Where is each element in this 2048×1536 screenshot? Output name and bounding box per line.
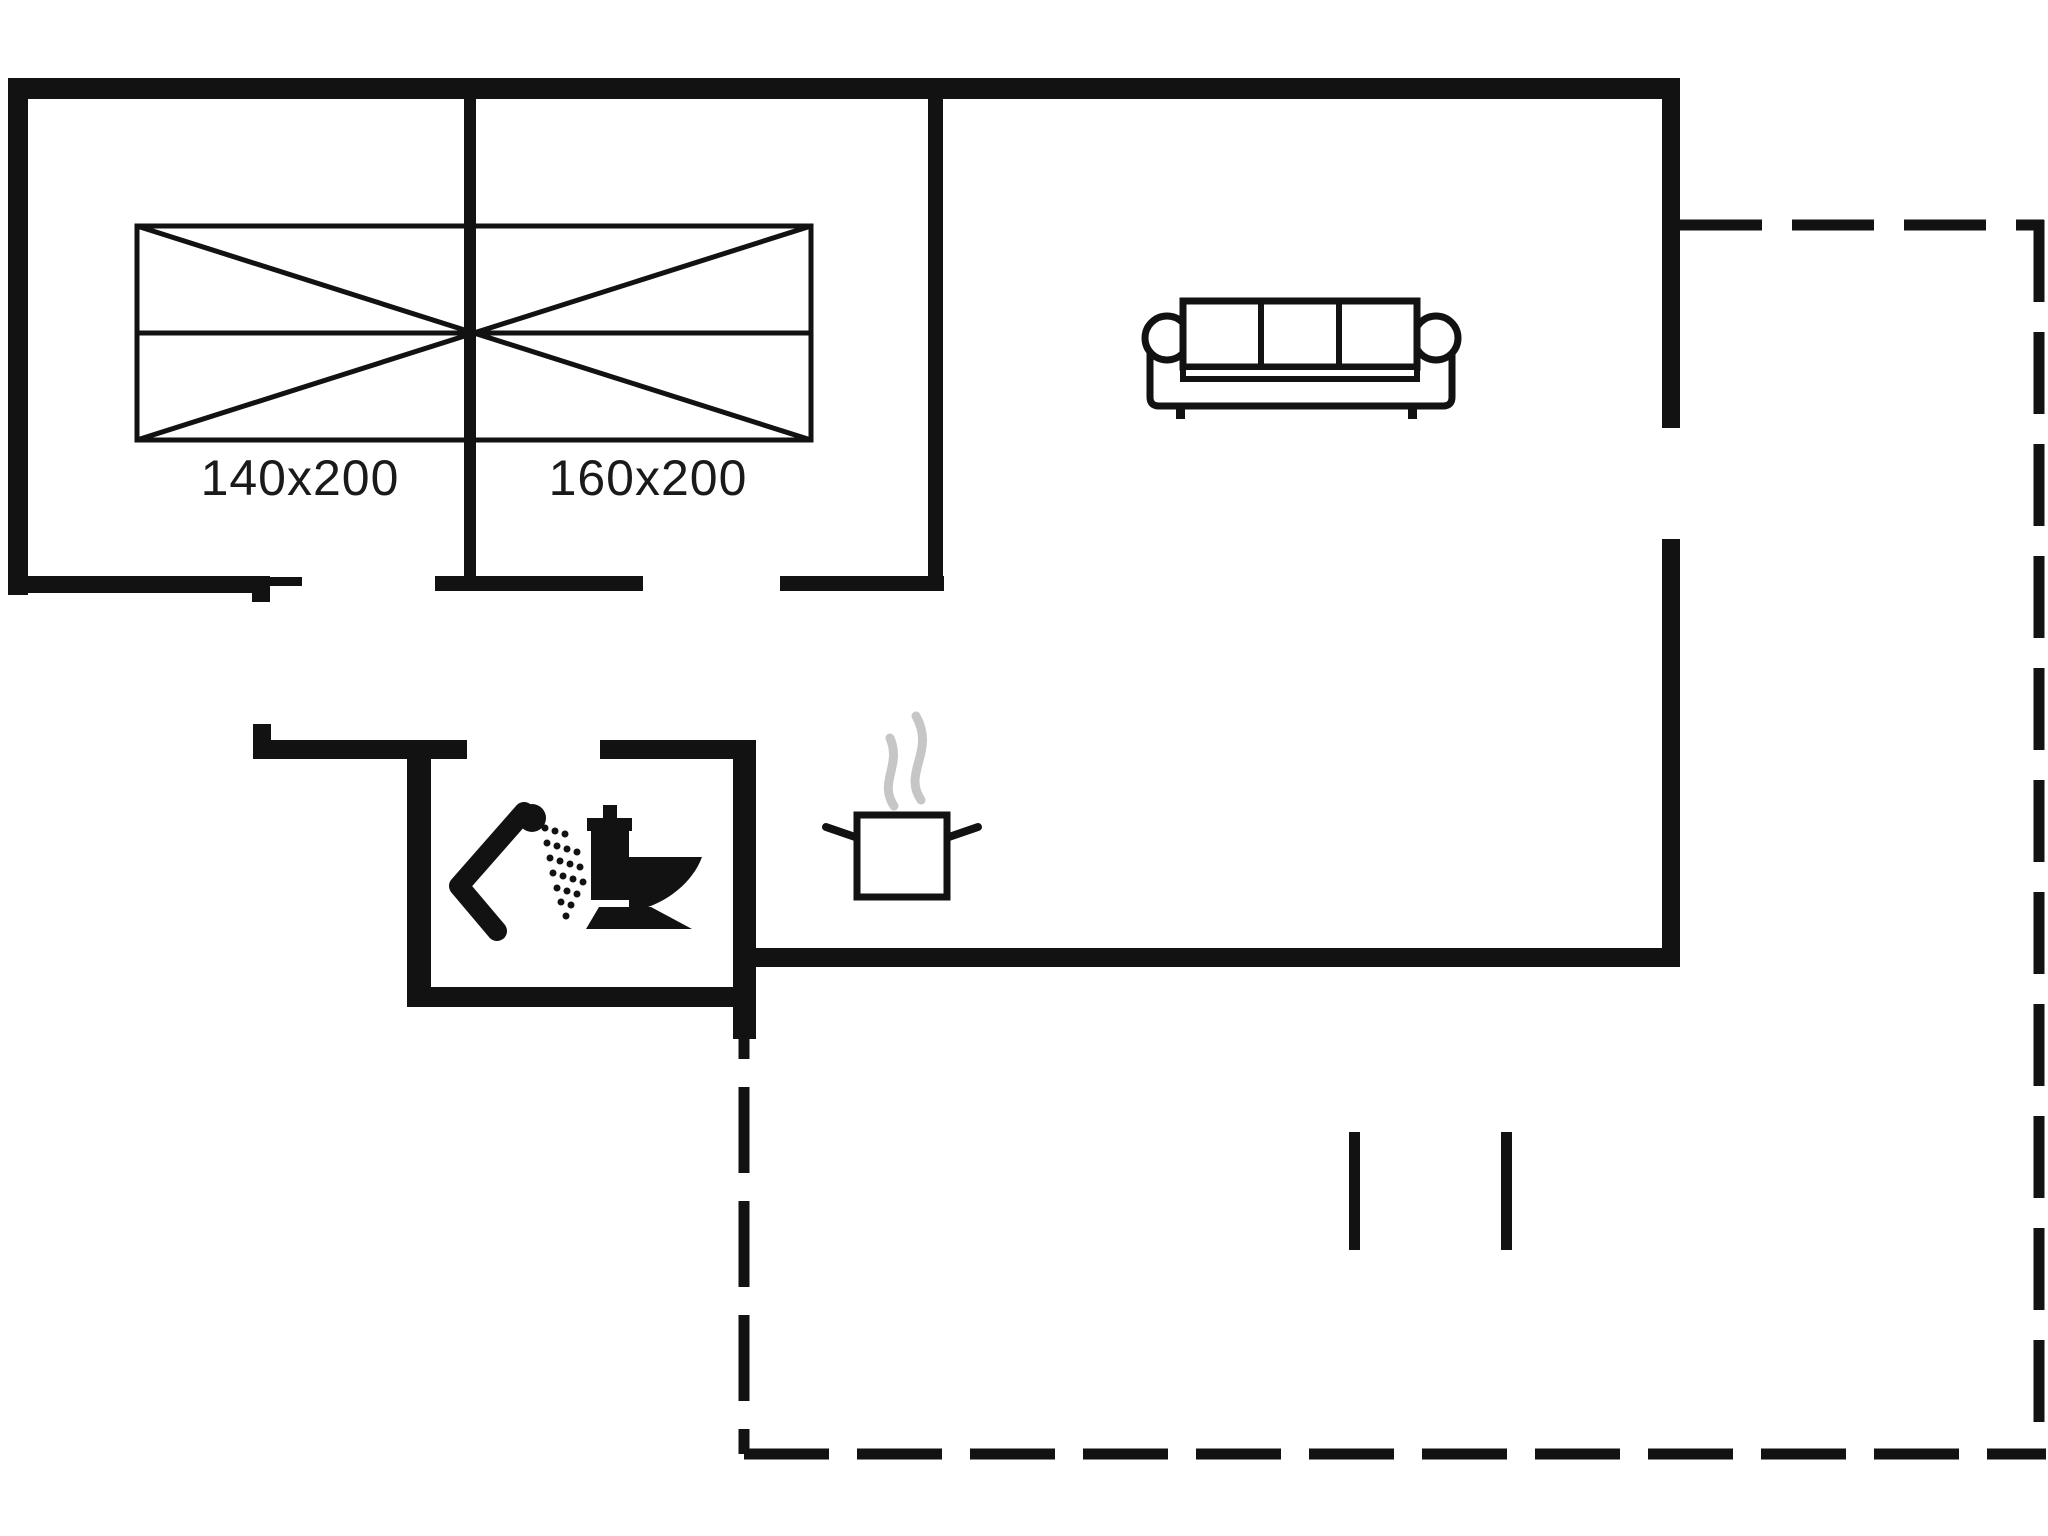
bed-size-label-140x200: 140x200 xyxy=(200,450,400,506)
shower-head xyxy=(518,804,546,832)
wall-top xyxy=(8,78,1680,99)
terrace-post xyxy=(1349,1132,1360,1250)
bed-diagonal xyxy=(136,223,812,443)
sofa-foot xyxy=(1176,406,1185,419)
shower-icon xyxy=(449,802,587,941)
sofa-icon xyxy=(1141,297,1462,419)
wall-right-upper xyxy=(1662,78,1680,428)
toilet-tank xyxy=(591,830,629,900)
wall-bedroom-bottom-mid xyxy=(435,576,643,591)
terrace-posts xyxy=(1349,1132,1512,1250)
pot-handle xyxy=(822,823,862,842)
toilet-button xyxy=(603,805,617,820)
door-jamb xyxy=(252,576,270,602)
wall-bedroom1-bottom xyxy=(8,576,270,593)
terrace-dashed-boundary xyxy=(738,219,2046,1460)
cooking-pot-icon xyxy=(822,711,982,901)
steam-icon xyxy=(883,711,927,811)
terrace-post xyxy=(1501,1132,1512,1250)
pot-body xyxy=(853,811,951,901)
walls xyxy=(8,78,1680,1250)
toilet-base xyxy=(586,907,692,929)
toilet-icon xyxy=(586,805,702,929)
pot-handle xyxy=(942,823,982,842)
sofa-foot xyxy=(1408,406,1417,419)
bathroom-wall-top-right xyxy=(600,740,756,759)
wall-bedroom-divider xyxy=(464,98,476,576)
bathroom-door-jamb xyxy=(253,724,271,742)
shower-hose xyxy=(449,802,534,941)
wall-bedroom2-bottom xyxy=(780,576,944,591)
sofa-seat-band xyxy=(1180,364,1420,382)
bathroom-wall-top-left xyxy=(253,740,467,759)
wall-right-lower xyxy=(1662,539,1680,967)
wall-bedroom2-living xyxy=(928,98,943,576)
toilet-tank-lid xyxy=(587,818,632,831)
bed-size-label-160x200: 160x200 xyxy=(548,450,748,506)
bathroom-wall-bottom xyxy=(407,987,756,1007)
bathroom-wall-left xyxy=(407,740,431,1007)
toilet-bowl xyxy=(629,857,702,907)
double-bed-symbol xyxy=(134,223,814,443)
wall-left xyxy=(8,78,28,595)
sofa-cushions xyxy=(1179,297,1421,371)
bathroom-wall-right xyxy=(733,740,756,1039)
wall-kitchen-bottom xyxy=(733,948,1680,967)
sofa-armrest xyxy=(1410,312,1462,364)
shower-spray xyxy=(541,824,587,920)
door-jamb-stub xyxy=(270,577,302,586)
